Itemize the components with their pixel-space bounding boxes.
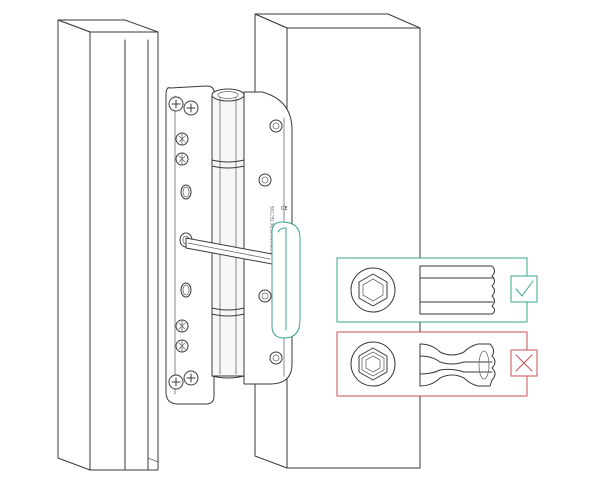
leaf-screws — [258, 119, 283, 365]
left-jamb-side-face — [89, 31, 159, 471]
door-leaf-front-face — [286, 27, 421, 469]
hex-socket-icon — [358, 273, 388, 307]
hinge-knuckle — [211, 88, 245, 379]
knuckle-segment-upper — [211, 159, 245, 163]
frame-screw-bottom — [168, 370, 199, 390]
incorrect-ball-end-side-view — [419, 343, 496, 387]
cross-icon — [515, 354, 533, 372]
knuckle-body — [211, 95, 245, 377]
left-jamb-bottom-detail — [147, 457, 159, 463]
frame-torx-screws-upper — [175, 132, 189, 166]
correct-tool-panel — [336, 257, 538, 323]
check-icon — [515, 280, 534, 297]
knuckle-top-cap — [211, 88, 245, 102]
check-icon-box — [510, 275, 538, 303]
left-jamb-front-face — [57, 19, 91, 471]
correct-hex-bit-side-view — [419, 265, 495, 315]
incorrect-tool-panel — [336, 331, 538, 397]
frame-torx-screws-lower — [175, 319, 189, 353]
allen-key — [185, 221, 301, 339]
frame-screw-top — [168, 96, 199, 116]
frame-mark-ce: CE — [281, 206, 288, 212]
knuckle-segment-lower — [211, 307, 245, 311]
left-jamb — [57, 19, 159, 471]
